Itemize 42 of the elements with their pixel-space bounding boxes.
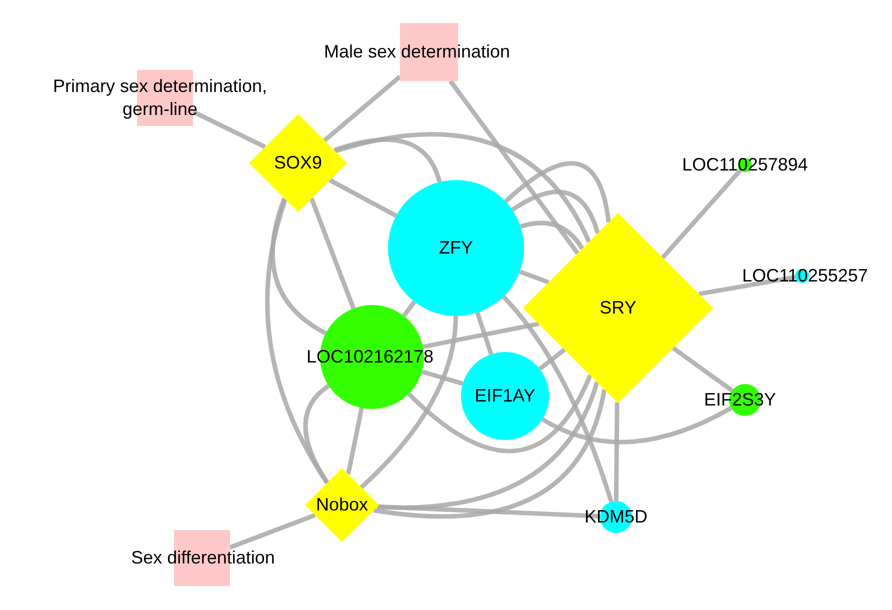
connector-line (377, 504, 600, 519)
gene-diamond (305, 468, 379, 542)
connector-line (520, 220, 584, 250)
node-label: Sex differentiation (131, 546, 275, 570)
connector-line (672, 346, 734, 392)
connector-line (518, 270, 550, 284)
connector-line (192, 110, 266, 149)
connector-line (402, 300, 416, 318)
connector-line (407, 374, 592, 453)
connector-line (538, 348, 566, 371)
node-label: ZFY (439, 236, 473, 260)
connector-line (303, 384, 330, 484)
gene-diamond (249, 114, 347, 212)
connector-line (661, 168, 742, 260)
connector-line (265, 198, 330, 484)
connector-line (229, 513, 316, 550)
connector-line (511, 190, 600, 234)
connector-line (346, 408, 364, 475)
connector-line (334, 132, 592, 243)
node-label: Male sex determination (324, 40, 510, 64)
connector-line (448, 80, 580, 255)
connector-line (328, 178, 398, 218)
connector-line (541, 406, 732, 444)
connector-line (270, 198, 327, 336)
connector-line (504, 161, 611, 223)
node-label: Primary sex determination, germ-line (52, 75, 268, 121)
connector-line (698, 274, 796, 296)
connector-line (377, 381, 600, 510)
connector-line (373, 388, 607, 519)
connector-line (502, 295, 614, 502)
connector-line (475, 312, 494, 355)
node-label: SRY (600, 296, 636, 320)
node-label: EIF1AY (474, 384, 536, 408)
connector-line (614, 402, 620, 502)
connector-line (360, 316, 458, 489)
connector-line (422, 322, 540, 350)
connector-line (309, 198, 356, 310)
node-label: Nobox (316, 494, 368, 516)
node-label: SOX9 (274, 152, 322, 174)
connector-line (334, 138, 442, 183)
connector-line (323, 74, 402, 142)
connector-line (421, 369, 464, 386)
